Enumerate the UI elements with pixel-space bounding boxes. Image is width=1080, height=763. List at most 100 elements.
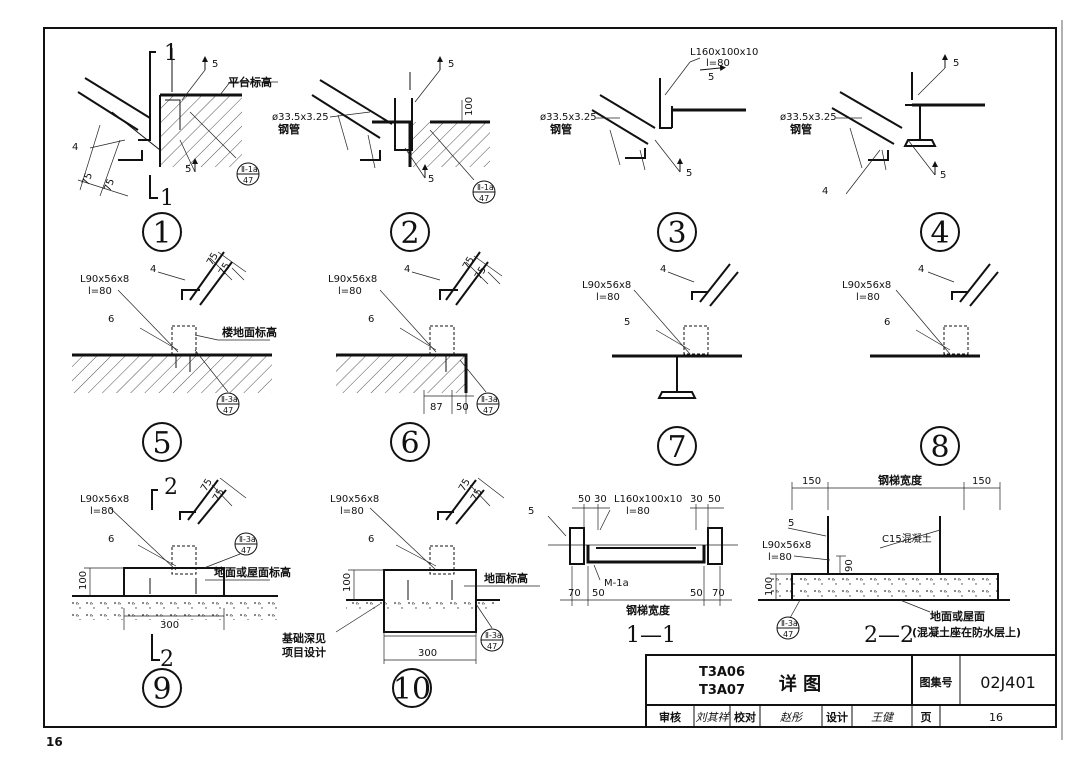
detail-1-cut-bottom: 1 <box>160 186 174 211</box>
detail-1-label-0: 平台标高 <box>228 75 272 89</box>
title-block-page-number: 16 <box>989 711 1003 724</box>
detail-9-label-3: 75 <box>199 477 215 494</box>
detail-3-label-3: 钢管 <box>550 122 572 136</box>
page-number: 16 <box>46 735 63 749</box>
detail-7 <box>612 263 742 399</box>
section-2-2-ref-top: Ⅱ-3a <box>781 619 798 628</box>
detail-10-ref-bottom: 47 <box>487 642 497 651</box>
detail-4-number: 4 <box>930 216 949 251</box>
detail-1-number-circle <box>142 212 182 252</box>
detail-6-number-circle <box>390 422 430 462</box>
detail-1-number: 1 <box>152 216 171 251</box>
detail-10-label-5: 100 <box>342 573 353 592</box>
detail-8-number: 8 <box>930 430 949 465</box>
detail-10-number: 10 <box>393 672 431 707</box>
detail-9 <box>72 477 278 661</box>
section-1-1-label-11: 50 <box>690 588 703 599</box>
detail-1-label-5: 75 <box>102 177 117 193</box>
section-2-2-label-1: 钢梯宽度 <box>878 473 923 487</box>
detail-3-label-0: L160x100x10 <box>690 47 758 58</box>
detail-6-label-2: 4 <box>404 264 410 275</box>
title-block-check-signature: 赵彤 <box>780 711 804 724</box>
section-2-2-label-3: 5 <box>788 518 794 529</box>
detail-3-label-4: 5 <box>708 72 714 83</box>
detail-3-label-5: 5 <box>686 168 692 179</box>
section-2-2-label-4: L90x56x8 <box>762 540 811 551</box>
detail-1-ref-top: Ⅱ-1a <box>241 165 258 174</box>
detail-6 <box>336 251 503 416</box>
detail-10-ref-top: Ⅱ-3a <box>485 631 502 640</box>
detail-3-number-circle <box>657 212 697 252</box>
detail-3 <box>591 57 746 173</box>
detail-5-ref-top: Ⅱ-3a <box>221 395 238 404</box>
title-block-review-label: 审核 <box>659 710 681 724</box>
section-1-1 <box>547 504 738 606</box>
detail-3-number: 3 <box>667 216 686 251</box>
section-1-1-label-7: M-1a <box>604 578 629 589</box>
title-block-page-label: 页 <box>921 711 932 724</box>
detail-4-label-3: 5 <box>940 170 946 181</box>
detail-6-label-7: 50 <box>456 402 469 413</box>
detail-6-label-4: 75 <box>461 255 477 272</box>
detail-9-label-2: 6 <box>108 534 114 545</box>
detail-9-label-5: 100 <box>78 571 89 590</box>
detail-5-label-4: 75 <box>205 251 221 268</box>
detail-10-label-1: l=80 <box>340 506 364 517</box>
detail-5-label-6: 楼地面标高 <box>222 325 277 339</box>
detail-2-number-circle <box>390 212 430 252</box>
detail-6-ref-bottom: 47 <box>483 406 493 415</box>
title-block-check-label: 校对 <box>734 710 756 724</box>
detail-10-label-6: 地面标高 <box>484 571 528 585</box>
section-2-2-label-2: 150 <box>972 476 991 487</box>
detail-9-ref-top: Ⅱ-3a <box>239 535 256 544</box>
detail-8 <box>870 263 999 358</box>
detail-7-number-circle <box>657 426 697 466</box>
detail-5-label-1: l=80 <box>88 286 112 297</box>
detail-2 <box>311 56 496 204</box>
title-block <box>645 654 1057 728</box>
detail-2-number: 2 <box>400 216 419 251</box>
detail-4-label-0: ø33.5x3.25 <box>780 112 837 123</box>
detail-10-label-3: 75 <box>457 477 473 494</box>
section-2-2-label-0: 150 <box>802 476 821 487</box>
detail-6-number: 6 <box>400 426 419 461</box>
section-1-1-label-0: 50 <box>578 494 591 505</box>
detail-5-label-2: 4 <box>150 264 156 275</box>
section-1-1-label-12: 70 <box>712 588 725 599</box>
section-1-1-label-3: l=80 <box>626 506 650 517</box>
section-1-1-title: 1—1 <box>626 623 676 648</box>
detail-3-label-1: l=80 <box>706 58 730 69</box>
title-block-review-signature: 刘其祥 <box>696 711 731 724</box>
title-block-code-2: T3A07 <box>699 683 745 698</box>
detail-7-label-1: l=80 <box>596 292 620 303</box>
detail-1-cut-top: 1 <box>164 41 178 66</box>
title-block-atlas-label: 图集号 <box>920 675 953 689</box>
detail-1-label-2: 4 <box>72 142 78 153</box>
section-1-1-label-10: 钢梯宽度 <box>626 603 671 617</box>
sheet-border <box>43 27 1057 728</box>
detail-4-label-2: 5 <box>953 58 959 69</box>
detail-7-label-0: L90x56x8 <box>582 280 631 291</box>
detail-7-label-3: 5 <box>624 317 630 328</box>
detail-9-label-7: 300 <box>160 620 179 631</box>
section-1-1-label-8: 70 <box>568 588 581 599</box>
section-1-1-label-5: 50 <box>708 494 721 505</box>
detail-2-label-0: ø33.5x3.25 <box>272 112 329 123</box>
detail-9-label-6: 地面或屋面标高 <box>214 565 291 579</box>
title-block-title: 详 图 <box>779 673 821 695</box>
detail-6-ref-top: Ⅱ-3a <box>481 395 498 404</box>
detail-4-label-4: 4 <box>822 186 828 197</box>
detail-10-label-0: L90x56x8 <box>330 494 379 505</box>
detail-2-label-4: 100 <box>464 97 475 116</box>
detail-5-number: 5 <box>152 426 171 461</box>
detail-9-cut-bottom: 2 <box>160 647 174 672</box>
detail-9-label-0: L90x56x8 <box>80 494 129 505</box>
detail-9-cut-top: 2 <box>164 475 178 500</box>
detail-1-label-3: 5 <box>185 164 191 175</box>
detail-6-label-0: L90x56x8 <box>328 274 377 285</box>
section-1-1-label-9: 50 <box>592 588 605 599</box>
detail-5-ref-bottom: 47 <box>223 406 233 415</box>
section-2-2-label-10: (混凝土座在防水层上) <box>912 625 1021 639</box>
detail-5-number-circle <box>142 422 182 462</box>
detail-9-number: 9 <box>152 672 171 707</box>
